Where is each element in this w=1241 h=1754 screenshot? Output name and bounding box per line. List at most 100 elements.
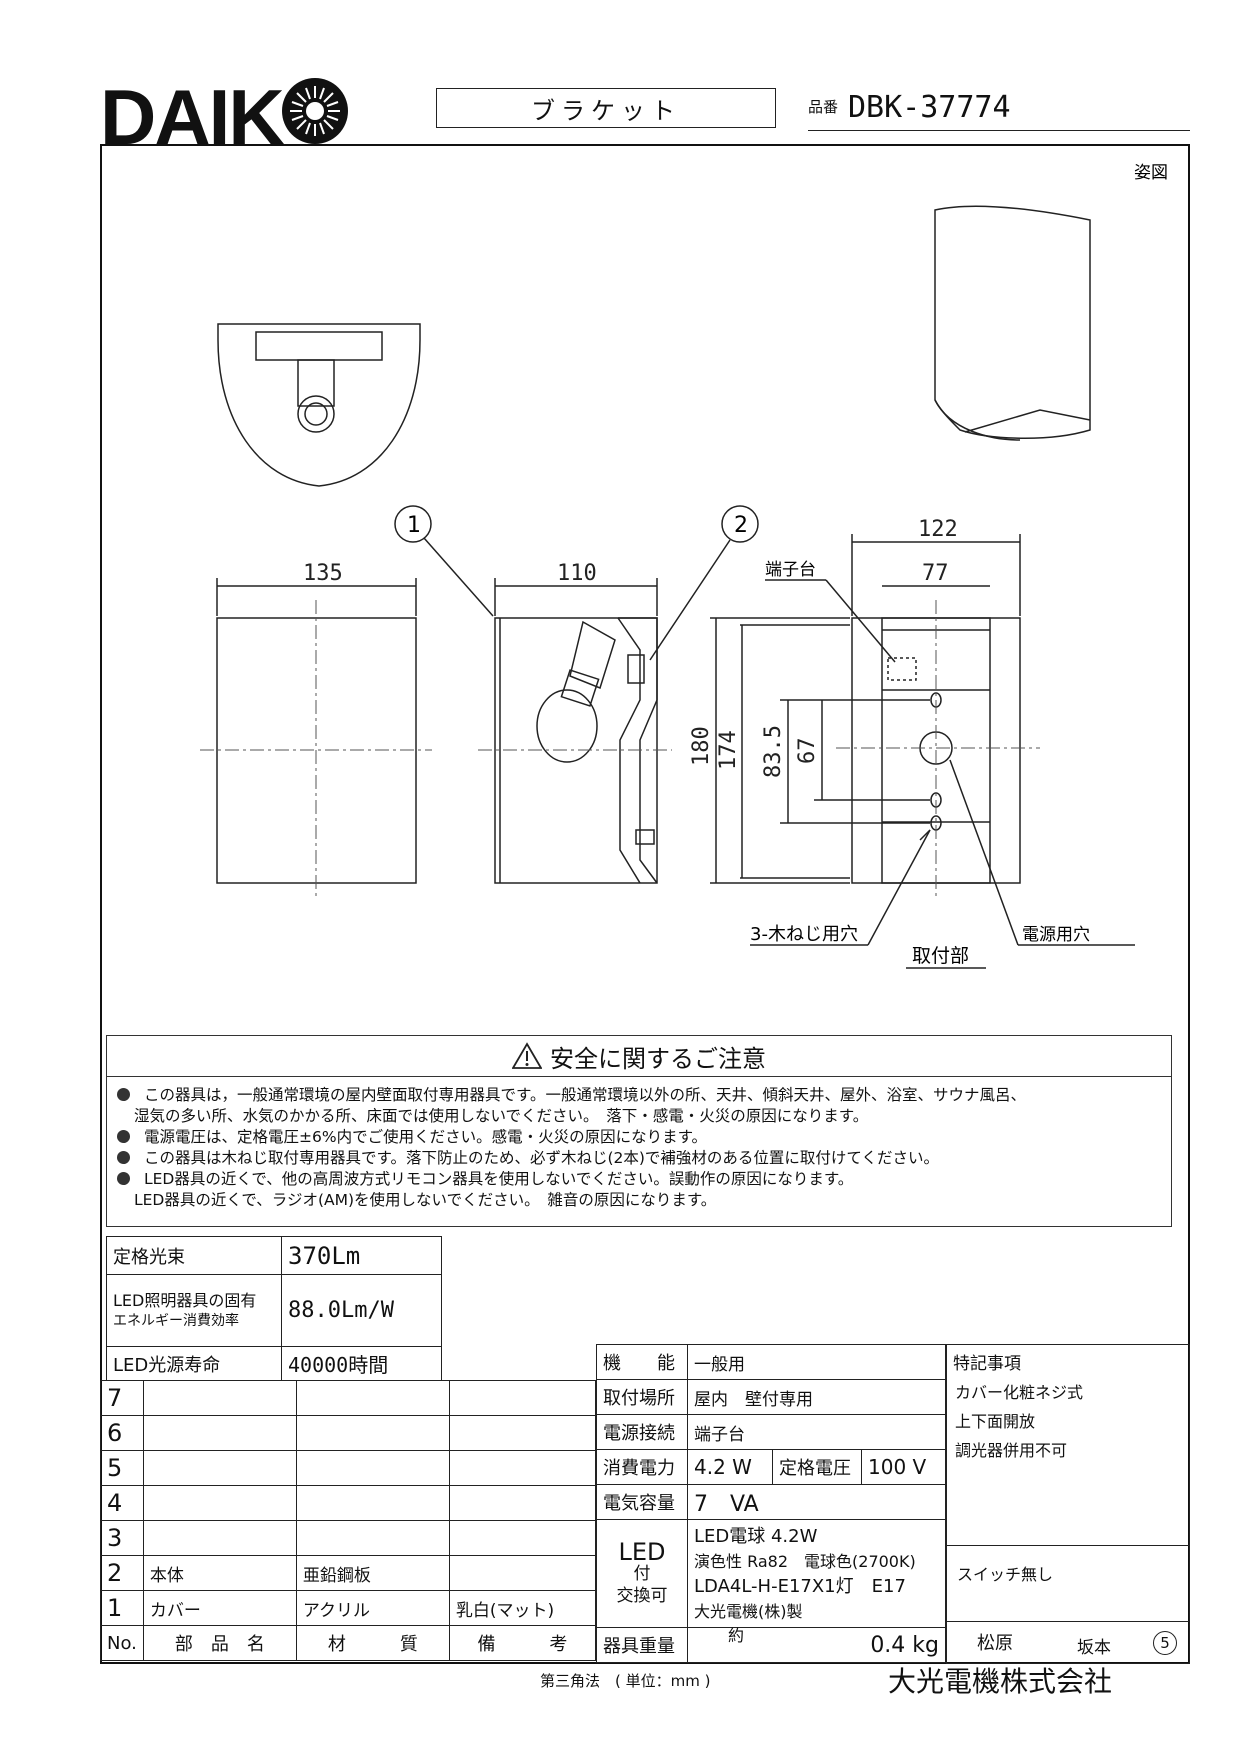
parts-header-no: No. (100, 1625, 144, 1661)
company-name: 大光電機株式会社 (888, 1665, 1113, 1698)
drawing-frame (100, 144, 1190, 1664)
spec-led-line: 演色性 Ra82 電球色(2700K) (694, 1551, 916, 1571)
parts-no: 1 (100, 1590, 144, 1626)
led-spec-table: 定格光束 370Lm LED照明器具の固有 エネルギー消費効率 88.0Lm/W… (106, 1236, 442, 1381)
spec-weight-prefix: 約 (728, 1626, 745, 1645)
led-spec-label: LED光源寿命 (106, 1346, 282, 1381)
spec-label: 取付場所 (596, 1379, 688, 1415)
product-type-box: ブラケット (436, 88, 776, 128)
power-hole-label: 電源用穴 (1022, 925, 1090, 945)
dim-side-width: 110 (557, 561, 597, 586)
parts-note (448, 1555, 597, 1591)
notes-item: 上下面開放 (955, 1412, 1036, 1431)
parts-material (295, 1520, 450, 1556)
parts-material (295, 1485, 450, 1521)
parts-note (448, 1450, 597, 1486)
spec-value: 4.2 W (687, 1449, 773, 1485)
spec-value: 一般用 (687, 1344, 946, 1380)
mount-label: 取付部 (912, 945, 969, 967)
led-spec-label: 定格光束 (106, 1236, 282, 1275)
callout-2: 2 (734, 513, 748, 538)
dim-height-total: 180 (689, 726, 714, 766)
terminal-label: 端子台 (765, 560, 816, 580)
parts-name (142, 1415, 297, 1451)
view-label: 姿図 (1134, 163, 1168, 183)
led-spec-value: 370Lm (281, 1236, 442, 1275)
spec-led-line: LED電球 4.2W (694, 1525, 818, 1547)
dim-front-width: 135 (303, 561, 343, 586)
safety-line: この器具は，一般通常環境の屋内壁面取付専用器具です。一般通常環境以外の所、天井、… (144, 1086, 1026, 1104)
led-spec-value: 88.0Lm/W (281, 1274, 442, 1347)
bullet-icon (117, 1151, 130, 1164)
parts-material (295, 1415, 450, 1451)
led-spec-label: LED照明器具の固有 (113, 1290, 257, 1310)
bullet-icon (117, 1130, 130, 1143)
brand-logo: DAIK (100, 73, 285, 161)
parts-note: 乳白(マット) (448, 1590, 597, 1626)
parts-name (142, 1450, 297, 1486)
safety-line: この器具は木ねじ取付専用器具です。落下防止のため、必ず木ねじ(2本)で補強材のあ… (144, 1149, 939, 1167)
parts-header-name: 部 品 名 (142, 1625, 297, 1661)
safety-notice: 安全に関するご注意 この器具は，一般通常環境の屋内壁面取付専用器具です。一般通常… (106, 1035, 1172, 1227)
safety-line: LED器具の近くで、他の高周波方式リモコン器具を使用しないでください。誤動作の原… (144, 1170, 854, 1188)
parts-name: 本体 (142, 1555, 297, 1591)
parts-name (142, 1485, 297, 1521)
revision-mark: 5 (1153, 1631, 1177, 1655)
parts-note (448, 1415, 597, 1451)
dim-height-inner: 174 (716, 730, 741, 770)
dim-hole-pitch2: 67 (795, 738, 820, 765)
spec-label: 器具重量 (596, 1627, 688, 1663)
warning-icon (512, 1042, 542, 1069)
hinban-number: DBK-37774 (848, 90, 1011, 125)
dim-back-inner: 77 (922, 561, 949, 586)
parts-name: カバー (142, 1590, 297, 1626)
dim-back-width: 122 (918, 517, 958, 542)
spec-value: 屋内 壁付専用 (687, 1379, 946, 1415)
spec-led-label: 付 (633, 1563, 651, 1584)
spec-led-label: 交換可 (616, 1585, 668, 1606)
parts-no: 6 (100, 1415, 144, 1451)
spec-label: 消費電力 (596, 1449, 688, 1485)
parts-name (142, 1520, 297, 1556)
bullet-icon (117, 1088, 130, 1101)
dim-hole-pitch1: 83.5 (761, 725, 786, 778)
spec-label: 定格電圧 (772, 1449, 862, 1485)
spec-value: 7 VA (687, 1484, 946, 1520)
hinban-label: 品番 (808, 98, 839, 116)
led-spec-label2: エネルギー消費効率 (113, 1312, 239, 1329)
notes-item: 調光器併用不可 (955, 1441, 1068, 1460)
signature-2: 坂本 (1077, 1638, 1111, 1658)
projection-method: 第三角法 ( 単位：mm ) (540, 1672, 711, 1690)
hinban-underline (808, 130, 1190, 131)
parts-material: 亜鉛鋼板 (295, 1555, 450, 1591)
parts-no: 2 (100, 1555, 144, 1591)
notes-box: 特記事項 カバー化粧ネジ式 上下面開放 調光器併用不可 スイッチ無し 松原 坂本… (946, 1344, 1190, 1664)
signature-1: 松原 (977, 1633, 1013, 1654)
spec-value: 100 V (861, 1449, 946, 1485)
screw-hole-label: 3-木ねじ用穴 (750, 924, 858, 945)
parts-material: アクリル (295, 1590, 450, 1626)
parts-material (295, 1380, 450, 1416)
spec-weight: 0.4 kg (870, 1632, 939, 1658)
parts-note (448, 1380, 597, 1416)
parts-no: 7 (100, 1380, 144, 1416)
notes-title: 特記事項 (953, 1354, 1021, 1374)
parts-no: 3 (100, 1520, 144, 1556)
notes-switch: スイッチ無し (957, 1565, 1054, 1584)
parts-material (295, 1450, 450, 1486)
parts-name (142, 1380, 297, 1416)
spec-led-label: LED (618, 1537, 666, 1566)
logo-sun-icon (282, 78, 348, 144)
spec-label: 電源接続 (596, 1414, 688, 1450)
led-spec-value: 40000時間 (281, 1346, 442, 1381)
safety-line: 湿気の多い所、水気のかかる所、床面では使用しないでください。 落下・感電・火災の… (134, 1107, 869, 1125)
parts-no: 4 (100, 1485, 144, 1521)
callout-1: 1 (407, 513, 421, 538)
safety-line: LED器具の近くで、ラジオ(AM)を使用しないでください。 雑音の原因になります… (134, 1191, 717, 1209)
spec-label: 電気容量 (596, 1484, 688, 1520)
spec-value: 端子台 (687, 1414, 946, 1450)
parts-note (448, 1520, 597, 1556)
